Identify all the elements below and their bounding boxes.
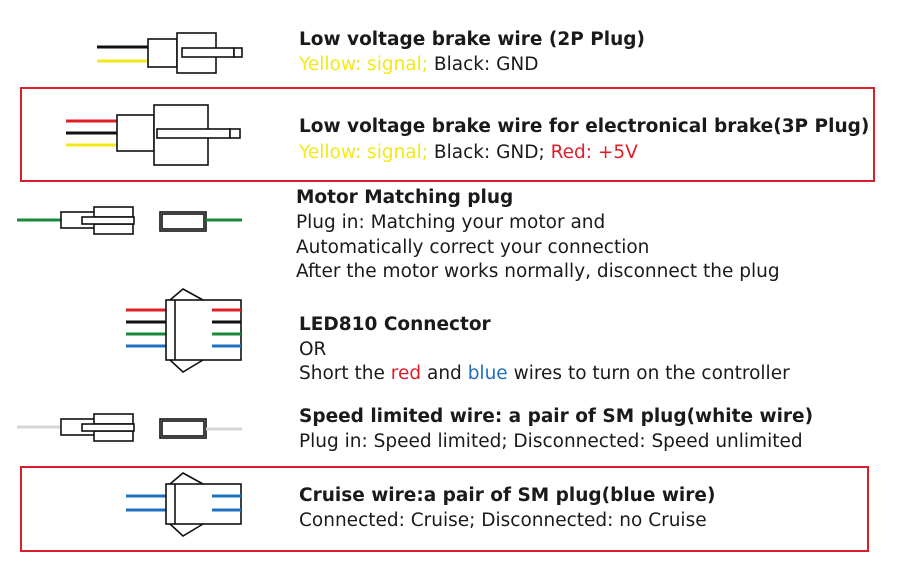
cruise-title: Cruise wire:a pair of SM plug(blue wire) xyxy=(299,485,716,506)
motor-matching-plug-drawing xyxy=(17,206,242,235)
highlight-box-3p-brake xyxy=(20,87,875,182)
led810-red-word: red xyxy=(390,363,422,384)
brake-3p-title: Low voltage brake wire for electronical … xyxy=(299,116,870,137)
motor-matching-line-3: After the motor works normally, disconne… xyxy=(296,261,780,282)
led810-connector-drawing xyxy=(126,288,242,373)
highlight-box-cruise xyxy=(20,466,869,552)
led810-text-a: Short the xyxy=(299,363,391,384)
led810-or: OR xyxy=(299,339,327,360)
brake-3p-black-gnd: Black: GND; xyxy=(428,142,545,163)
brake-3p-red-5v: Red: +5V xyxy=(544,142,638,163)
brake-3p-desc: Yellow: signal; Black: GND; Red: +5V xyxy=(299,140,638,165)
cruise-desc: Connected: Cruise; Disconnected: no Crui… xyxy=(299,510,707,531)
brake-2p-desc: Yellow: signal; Black: GND xyxy=(299,52,538,77)
brake-2p-title: Low voltage brake wire (2P Plug) xyxy=(299,29,645,50)
speed-limited-desc: Plug in: Speed limited; Disconnected: Sp… xyxy=(299,431,803,452)
brake-3p-plug-drawing xyxy=(66,104,241,166)
speed-limited-plug-drawing xyxy=(17,413,242,442)
motor-matching-line-1: Plug in: Matching your motor and xyxy=(296,212,606,233)
brake-2p-yellow-signal: Yellow: signal; xyxy=(299,54,429,75)
led810-title: LED810 Connector xyxy=(299,314,491,335)
brake-2p-black-gnd: Black: GND xyxy=(428,54,539,75)
speed-limited-title: Speed limited wire: a pair of SM plug(wh… xyxy=(299,406,814,427)
brake-2p-plug-drawing xyxy=(97,32,243,74)
motor-matching-line-2: Automatically correct your connection xyxy=(296,237,650,258)
led810-text-b: and xyxy=(421,363,468,384)
led810-instruction: Short the red and blue wires to turn on … xyxy=(299,361,790,386)
brake-3p-yellow-signal: Yellow: signal; xyxy=(299,142,429,163)
cruise-plug-drawing xyxy=(126,472,242,537)
led810-blue-word: blue xyxy=(467,363,508,384)
led810-text-c: wires to turn on the controller xyxy=(507,363,790,384)
motor-matching-title: Motor Matching plug xyxy=(296,187,514,208)
